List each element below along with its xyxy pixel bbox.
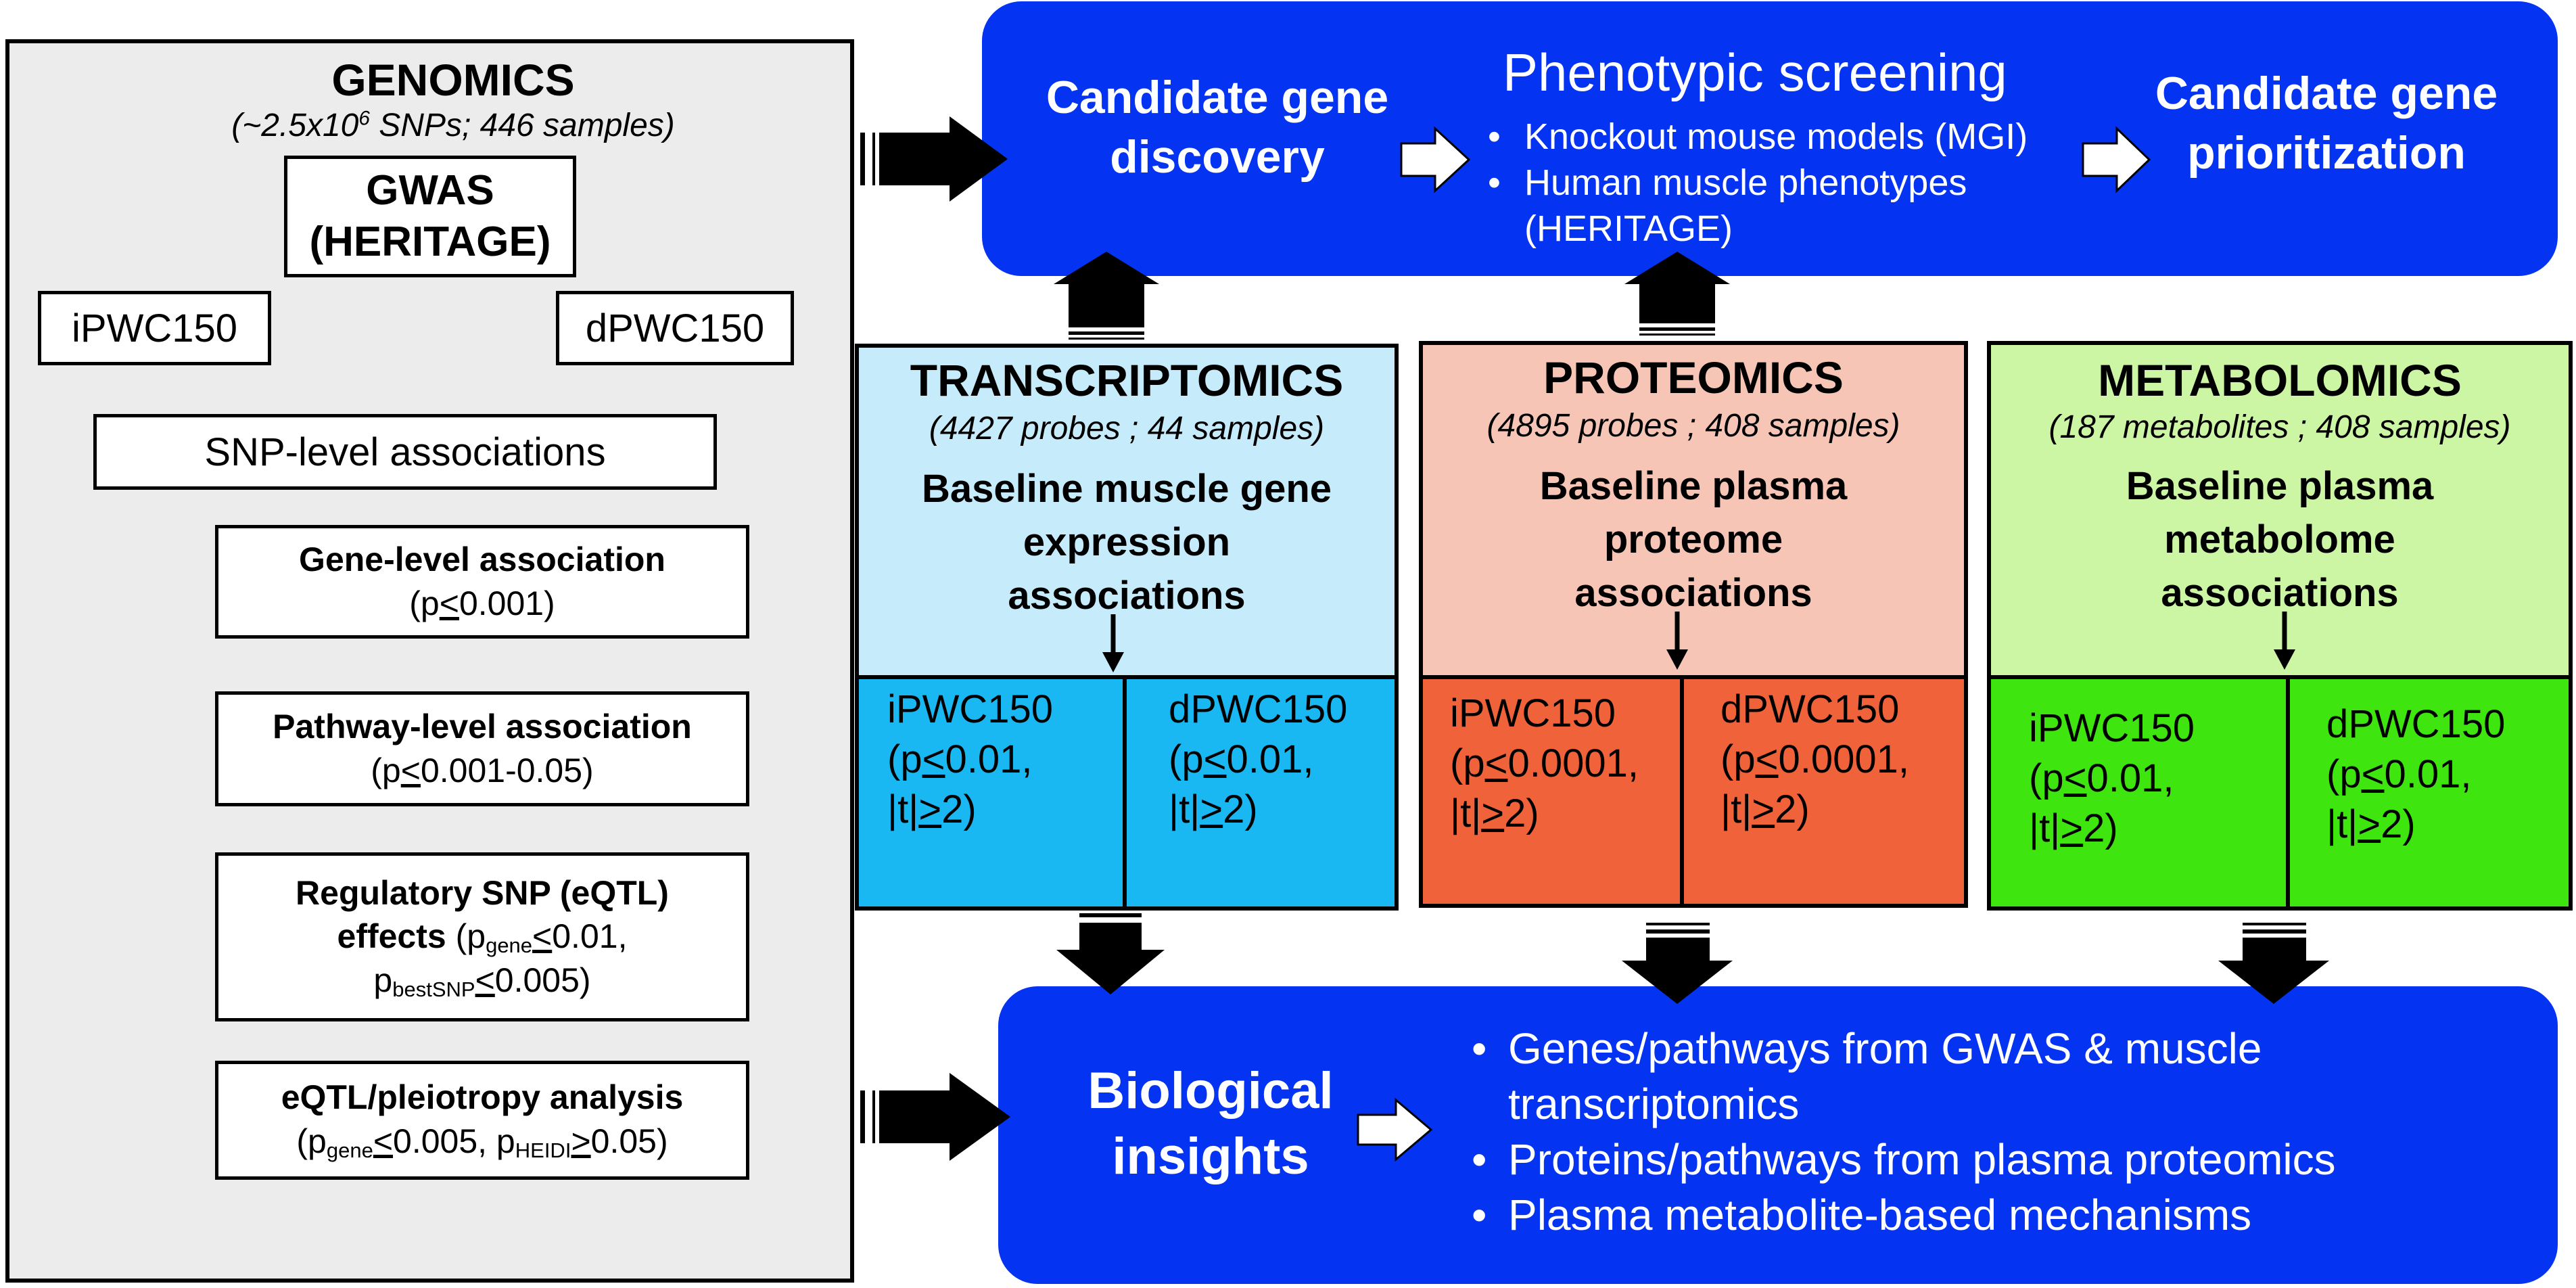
transcriptomics-subtitle: (4427 probes ; 44 samples) [929,411,1325,446]
discovery-line-1: Candidate gene [1046,72,1389,123]
transcriptomics-desc-line-1: Baseline muscle gene [921,467,1332,511]
proteomics-box [1419,341,1968,908]
screening-item-heritage: Human muscle phenotypes (HERITAGE) [1482,160,2106,252]
proteomics-dpwc150-label: dPWC150 [1720,687,1900,731]
metabolomics-box [1987,341,2573,911]
discovery-line-2: discovery [1110,131,1325,183]
candidate-gene-prioritization: Candidate gene prioritization [2110,64,2543,183]
genomics-title: GENOMICS [331,55,575,105]
transcriptomics-ipwc150-result: iPWC150 (p<0.01, |t|>2) [887,685,1053,835]
metabolomics-ipwc150-label: iPWC150 [2029,706,2195,750]
screening-item-mgi: Knockout mouse models (MGI) [1482,114,2159,160]
phenotypic-screening-list: Knockout mouse models (MGI) Human muscle… [1482,114,2159,252]
pleiotropy-title: eQTL/pleiotropy analysis [281,1078,684,1117]
pathway-level-title: Pathway-level association [273,708,692,745]
metabolomics-subtitle: (187 metabolites ; 408 samples) [2048,409,2511,445]
regulatory-snp-title: Regulatory SNP (eQTL) [296,873,669,912]
metabolomics-desc-line-3: associations [2161,570,2399,615]
metabolomics-description: Baseline plasma metabolome associations [1987,460,2573,620]
gene-level-threshold: (p<0.001) [409,584,555,622]
metabolomics-divider [2286,679,2290,906]
transcriptomics-title: TRANSCRIPTOMICS [910,355,1344,405]
proteomics-ipwc150-result: iPWC150 (p<0.0001, |t|>2) [1450,689,1639,840]
pathway-level-threshold: (p<0.001-0.05) [371,752,594,789]
regulatory-gene-threshold: effects (pgene<0.01, [337,917,628,957]
ipwc150-box: iPWC150 [38,291,271,365]
snp-level-label: SNP-level associations [204,430,606,474]
metabolomics-dpwc150-result: dPWC150 (p<0.01, |t|>2) [2326,699,2505,850]
insights-list: Genes/pathways from GWAS & muscle transc… [1466,1021,2521,1243]
pleiotropy-threshold: (pgene<0.005, pHEIDI>0.05) [296,1122,668,1163]
metabolomics-header [1991,345,2569,679]
metabolomics-desc-line-1: Baseline plasma [2126,464,2434,508]
insights-line-2: insights [1112,1128,1309,1186]
metabolomics-desc-line-2: metabolome [2164,517,2395,561]
insight-item-metabolites: Plasma metabolite-based mechanisms [1466,1188,2521,1243]
insights-line-1: Biological [1087,1062,1334,1120]
regulatory-snp-box: Regulatory SNP (eQTL) effects (pgene<0.0… [215,852,749,1021]
regulatory-bestsnp-threshold: pbestSNP<0.005) [373,961,591,1001]
genomics-subtitle: (~2.5x106 SNPs; 446 samples) [231,107,675,143]
proteomics-ipwc150-label: iPWC150 [1450,691,1616,735]
metabolomics-title: METABOLOMICS [2098,355,2462,405]
proteomics-divider [1680,679,1684,904]
proteomics-subtitle: (4895 probes ; 408 samples) [1486,408,1900,444]
transcriptomics-desc-line-2: expression [1023,520,1231,564]
pleiotropy-box: eQTL/pleiotropy analysis (pgene<0.005, p… [215,1061,749,1180]
heritage-label: (HERITAGE) [309,218,551,265]
pathway-level-box: Pathway-level association (p<0.001-0.05) [215,691,749,806]
transcriptomics-ipwc150-label: iPWC150 [887,687,1053,731]
prioritization-line-1: Candidate gene [2155,68,2498,119]
metabolomics-dpwc150-label: dPWC150 [2326,702,2506,746]
transcriptomics-desc-line-3: associations [1008,573,1246,618]
insight-item-proteins: Proteins/pathways from plasma proteomics [1466,1132,2521,1188]
biological-insights-label: Biological insights [1041,1058,1380,1190]
transcriptomics-header [859,348,1395,679]
phenotypic-screening-title: Phenotypic screening [1503,43,2007,102]
transcriptomics-box [855,344,1399,911]
gwas-box: GWAS (HERITAGE) [284,156,576,277]
dpwc150-box: dPWC150 [556,291,794,365]
proteomics-desc-line-1: Baseline plasma [1539,464,1848,508]
transcriptomics-divider [1123,679,1127,906]
prioritization-line-2: prioritization [2187,127,2466,179]
proteomics-desc-line-2: proteome [1603,517,1783,561]
candidate-gene-discovery: Candidate gene discovery [1001,68,1434,187]
proteomics-desc-line-3: associations [1574,570,1812,615]
proteomics-title: PROTEOMICS [1543,352,1844,402]
ipwc150-label: iPWC150 [72,306,237,350]
proteomics-dpwc150-result: dPWC150 (p<0.0001, |t|>2) [1720,685,1909,835]
dpwc150-label: dPWC150 [585,306,765,350]
proteomics-description: Baseline plasma proteome associations [1419,460,1968,620]
gene-level-box: Gene-level association (p<0.001) [215,525,749,639]
proteomics-header [1423,345,1964,679]
snp-level-box: SNP-level associations [93,414,717,490]
transcriptomics-description: Baseline muscle gene expression associat… [855,463,1399,623]
gwas-label: GWAS [366,167,494,214]
transcriptomics-dpwc150-label: dPWC150 [1169,687,1348,731]
transcriptomics-dpwc150-result: dPWC150 (p<0.01, |t|>2) [1169,685,1347,835]
insight-item-genes: Genes/pathways from GWAS & muscle transc… [1466,1021,2387,1132]
metabolomics-ipwc150-result: iPWC150 (p<0.01, |t|>2) [2029,704,2195,854]
gene-level-title: Gene-level association [299,540,665,578]
